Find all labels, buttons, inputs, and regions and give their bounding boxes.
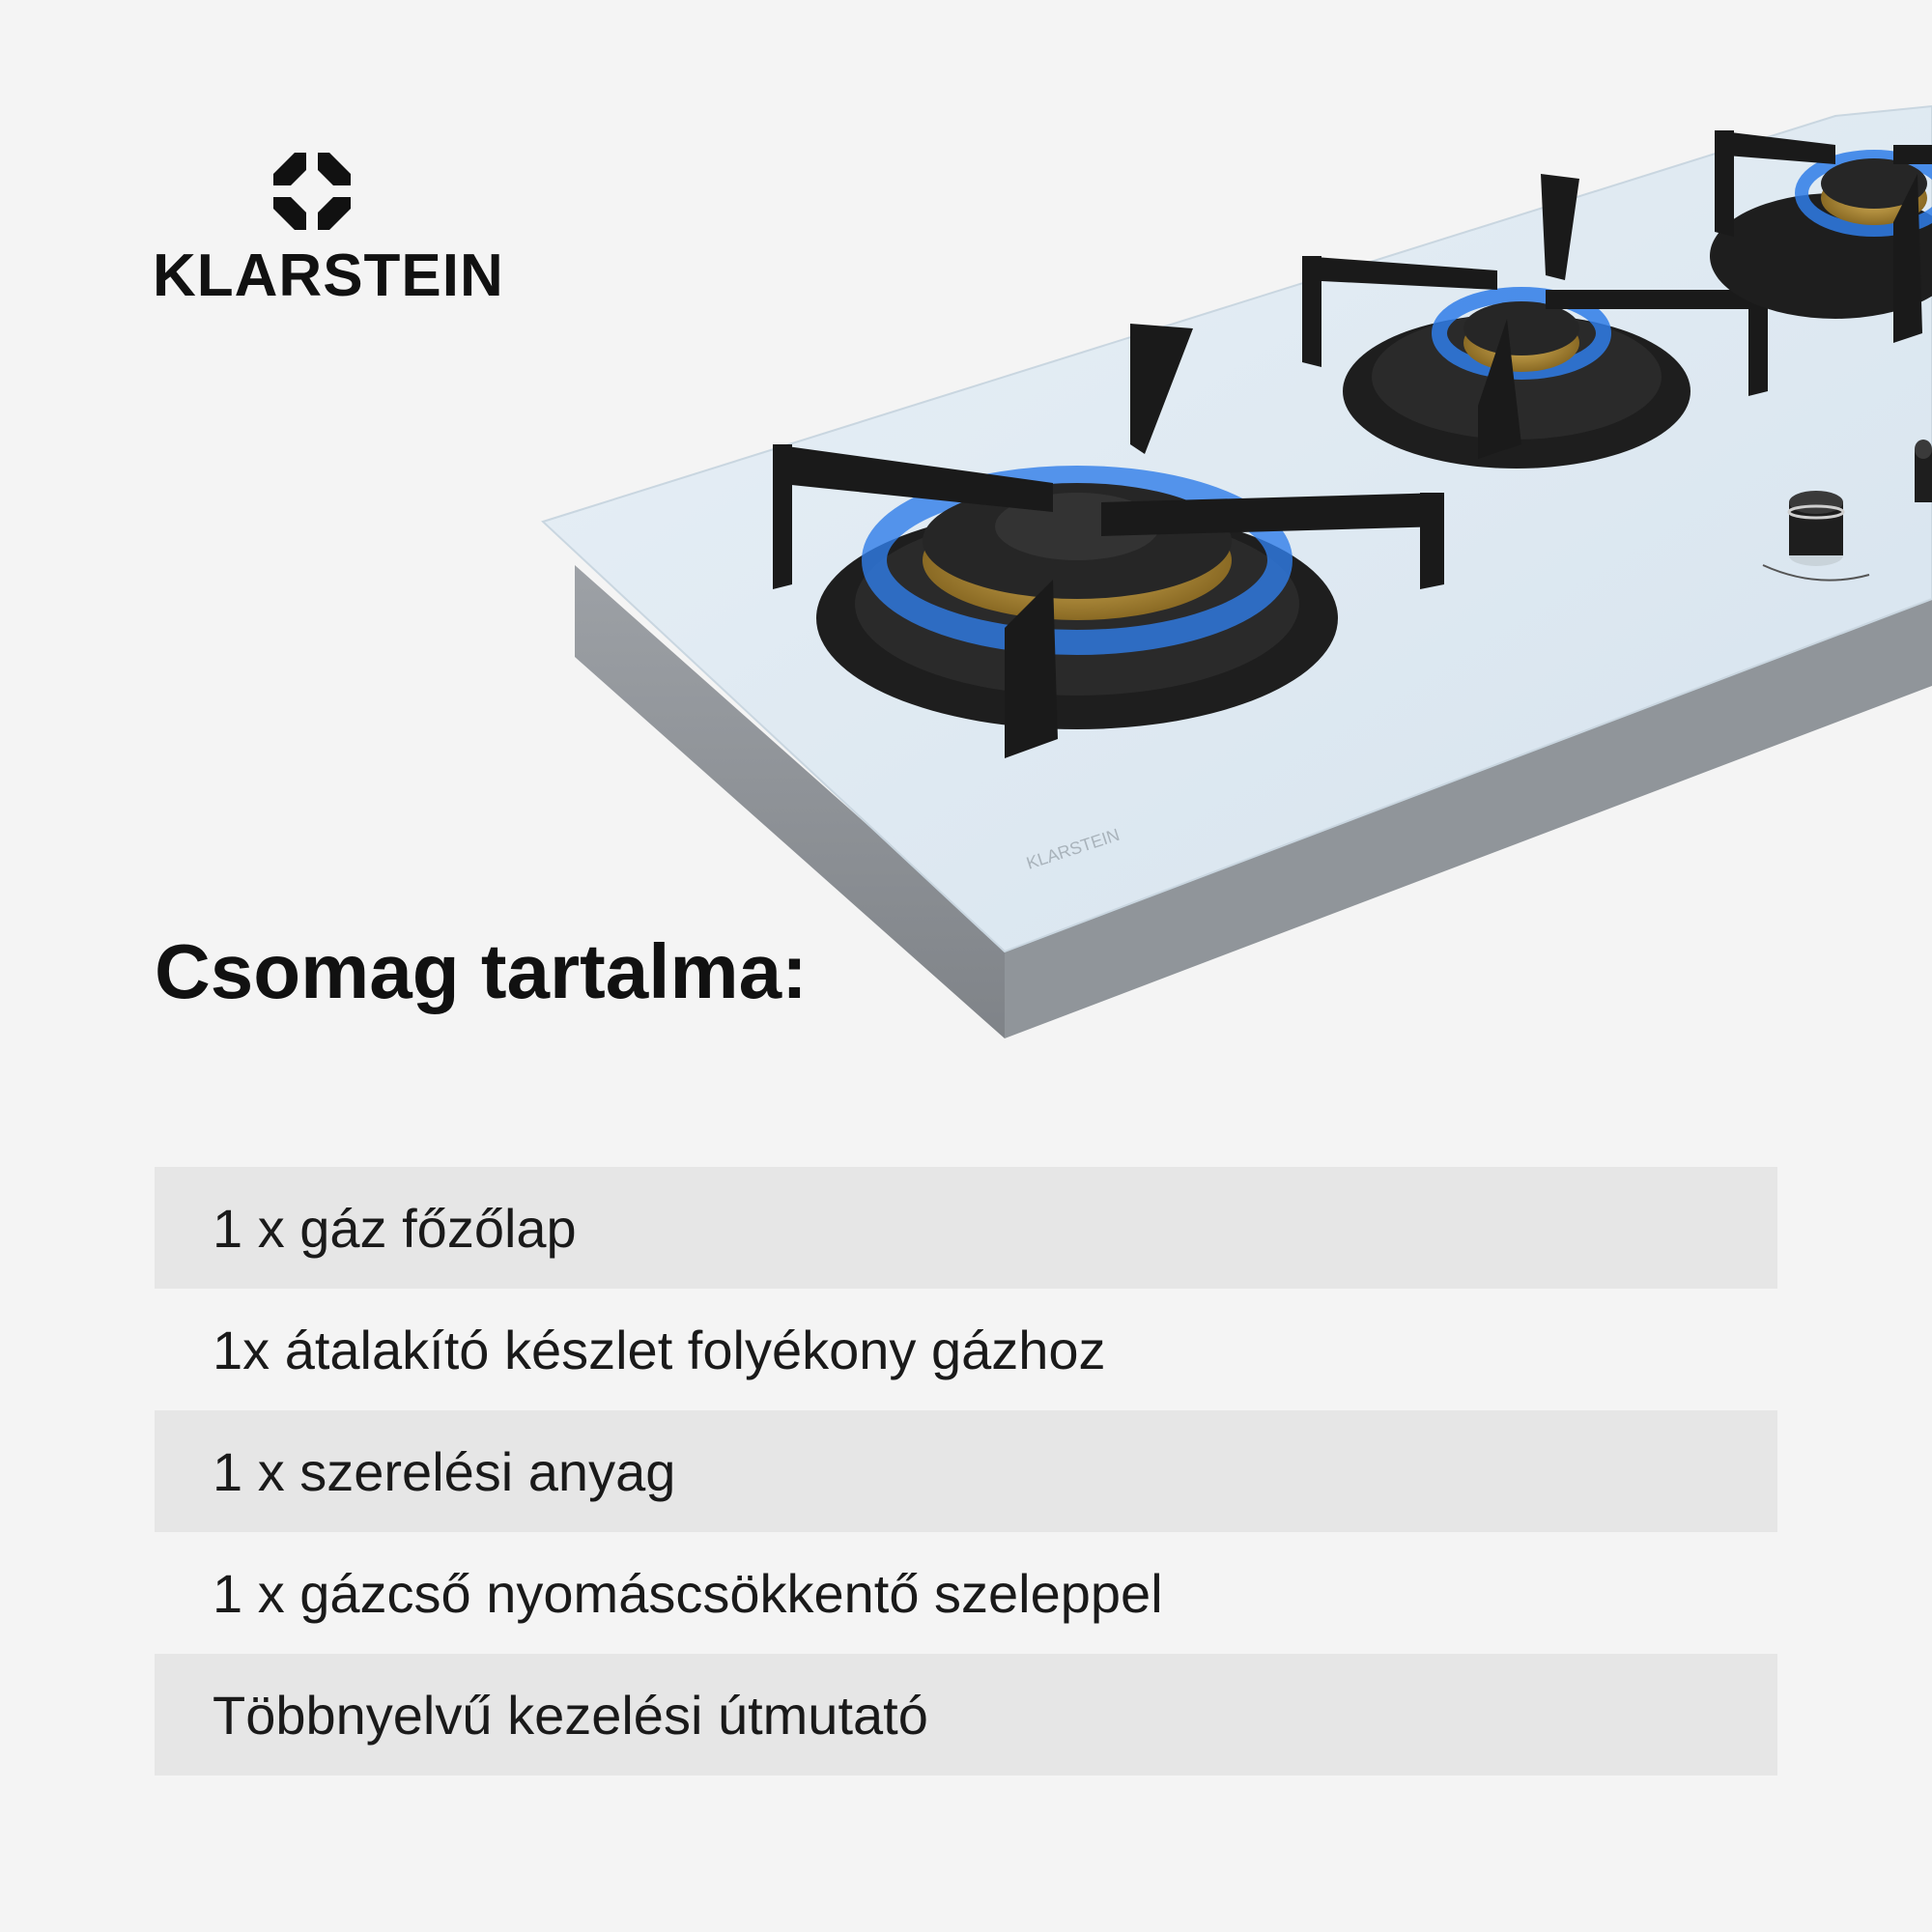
hob-frame-front [1005,599,1932,1038]
list-item-label: 1 x gázcső nyomáscsökkentő szeleppel [213,1562,1163,1624]
burner-medium [1302,174,1768,469]
list-item: Többnyelvű kezelési útmutató [155,1654,1777,1776]
klarstein-diamond-logo-icon [273,153,351,230]
list-item: 1 x szerelési anyag [155,1410,1777,1532]
package-contents-list: 1 x gáz főzőlap 1x átalakító készlet fol… [155,1167,1777,1776]
list-item: 1 x gázcső nyomáscsökkentő szeleppel [155,1532,1777,1654]
list-item: 1x átalakító készlet folyékony gázhoz [155,1289,1777,1410]
list-item-label: 1 x szerelési anyag [213,1440,676,1502]
hob-frame-left [575,565,1005,1038]
list-item-label: Többnyelvű kezelési útmutató [213,1684,928,1746]
list-item-label: 1x átalakító készlet folyékony gázhoz [213,1319,1106,1380]
brand-name: KLARSTEIN [153,242,504,309]
list-item-label: 1 x gáz főzőlap [213,1197,577,1259]
flame-ring-small [1795,150,1932,237]
knob-scale-arc [1762,564,1870,582]
flame-ring-large [862,466,1293,655]
section-title: Csomag tartalma: [155,928,808,1014]
gas-hob-image: KLARSTEIN [541,104,1932,1038]
burner-small [1710,130,1932,343]
burner-large [773,324,1444,758]
control-knob-1 [1787,491,1845,566]
list-item: 1 x gáz főzőlap [155,1167,1777,1289]
control-knob-2 [1915,440,1932,502]
